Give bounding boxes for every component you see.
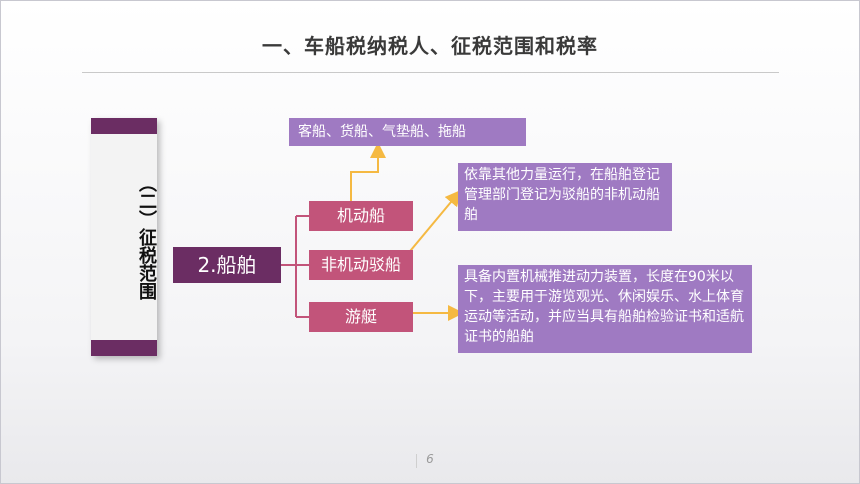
- main-node-ships: 2.船舶: [173, 247, 281, 283]
- card-top-bar: [91, 118, 157, 134]
- slide-title: 一、车船税纳税人、征税范围和税率: [262, 34, 598, 58]
- page-number-divider: [416, 454, 417, 468]
- card-bottom-bar: [91, 340, 157, 356]
- barge-description-box: 依靠其他力量运行，在船舶登记管理部门登记为驳船的非机动船舶: [458, 163, 672, 231]
- sub-node-non-motor-barge: 非机动驳船: [309, 250, 413, 280]
- page-number: 6: [426, 452, 434, 466]
- sub-node-yacht: 游艇: [309, 302, 413, 332]
- sub-node-motor-vessel: 机动船: [309, 201, 413, 231]
- yacht-description-box: 具备内置机械推进动力装置，长度在90米以下，主要用于游览观光、休闲娱乐、水上体育…: [458, 265, 752, 353]
- section-label: （二）征税范围: [136, 174, 157, 300]
- motor-types-box: 客船、货船、气垫船、拖船: [289, 118, 526, 146]
- title-divider: [82, 72, 779, 73]
- section-card: （二）征税范围: [91, 118, 157, 356]
